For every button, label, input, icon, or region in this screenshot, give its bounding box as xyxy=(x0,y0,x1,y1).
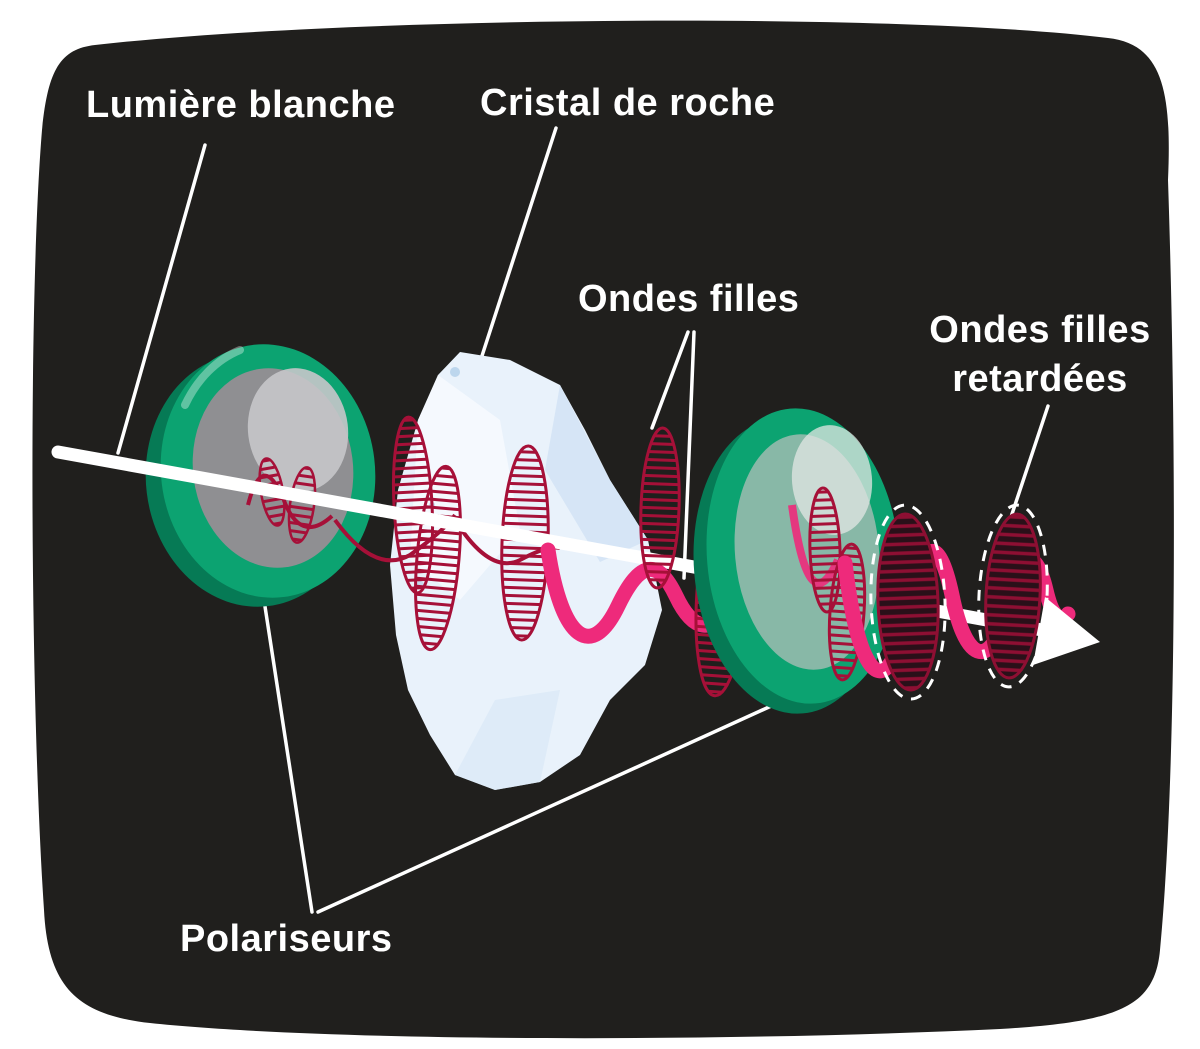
leader-polarizer-2 xyxy=(316,700,782,914)
leader-crystal xyxy=(478,126,558,364)
leader-white-light xyxy=(116,143,207,455)
leader-delayed xyxy=(1008,404,1050,522)
label-delayed-line1: Ondes filles xyxy=(929,309,1151,351)
delayed-wave-outline-2 xyxy=(977,503,1049,689)
rock-crystal-facet-shade xyxy=(545,385,648,562)
delayed-wave-outline-1 xyxy=(869,503,947,701)
rock-crystal-facet-shade-2 xyxy=(455,690,560,790)
polarizer-left-gloss xyxy=(181,346,244,409)
label-daughter-waves: Ondes filles xyxy=(578,278,800,320)
label-polarizers: Polariseurs xyxy=(180,918,393,960)
label-delayed-line2: retardées xyxy=(952,357,1128,400)
leader-daughter-2 xyxy=(682,330,696,580)
label-delayed-daughter-waves: Ondes filles retardées xyxy=(902,306,1178,403)
delayed-wave-loops xyxy=(869,503,1049,701)
beam-arrowhead xyxy=(1033,597,1100,665)
polarizer-left xyxy=(145,344,376,607)
label-white-light: Lumière blanche xyxy=(86,84,396,126)
label-rock-crystal: Cristal de roche xyxy=(480,82,776,124)
leader-polarizer-1 xyxy=(262,598,314,914)
leader-daughter-1 xyxy=(650,330,690,430)
